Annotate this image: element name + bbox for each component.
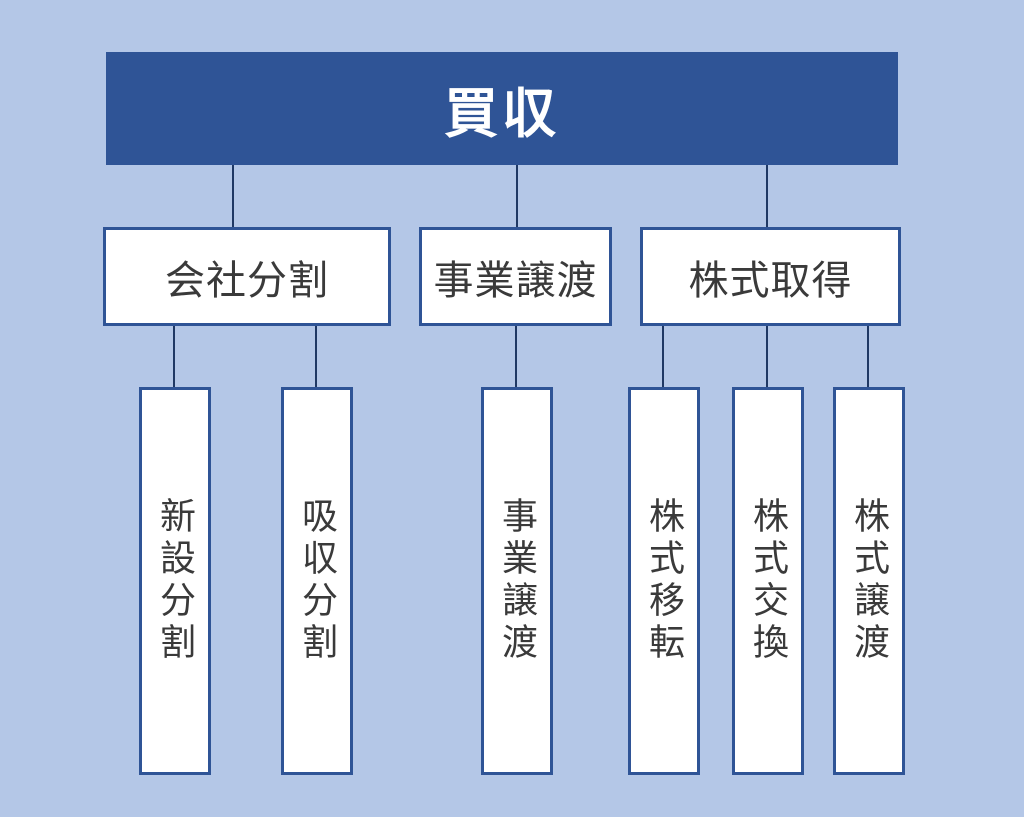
connector-root-to-jigyou-jouto <box>516 165 518 227</box>
leaf-node-jigyou-jouto: 事業譲渡 <box>481 387 553 775</box>
leaf-node-label: 株式移転 <box>644 497 685 665</box>
connector-root-to-kabushiki-shutoku <box>766 165 768 227</box>
connector-root-to-kaisha-bunkatsu <box>232 165 234 227</box>
connector-to-shinsetsu-bunkatsu <box>173 326 175 387</box>
branch-node-kabushiki-shutoku: 株式取得 <box>640 227 901 326</box>
root-node-baishu: 買収 <box>106 52 898 165</box>
leaf-node-kyuushuu-bunkatsu: 吸収分割 <box>281 387 353 775</box>
branch-node-kaisha-bunkatsu: 会社分割 <box>103 227 391 326</box>
leaf-node-label: 株式交換 <box>748 497 789 665</box>
branch-node-label: 会社分割 <box>165 258 329 303</box>
leaf-node-label: 事業譲渡 <box>497 497 538 665</box>
branch-node-label: 事業譲渡 <box>433 258 598 303</box>
leaf-node-label: 新設分割 <box>155 497 196 665</box>
leaf-node-label: 株式譲渡 <box>849 497 890 665</box>
leaf-node-label: 吸収分割 <box>297 497 338 665</box>
connector-to-kabushiki-iten <box>662 326 664 387</box>
connector-to-jigyou-jouto-leaf <box>515 326 517 387</box>
branch-node-label: 株式取得 <box>688 258 853 303</box>
connector-to-kabushiki-jouto <box>867 326 869 387</box>
connector-to-kabushiki-koukan <box>766 326 768 387</box>
leaf-node-kabushiki-iten: 株式移転 <box>628 387 700 775</box>
branch-node-jigyou-jouto: 事業譲渡 <box>419 227 612 326</box>
leaf-node-kabushiki-koukan: 株式交換 <box>732 387 804 775</box>
leaf-node-shinsetsu-bunkatsu: 新設分割 <box>139 387 211 775</box>
leaf-node-kabushiki-jouto: 株式譲渡 <box>833 387 905 775</box>
root-node-label: 買収 <box>444 84 560 144</box>
connector-to-kyuushuu-bunkatsu <box>315 326 317 387</box>
